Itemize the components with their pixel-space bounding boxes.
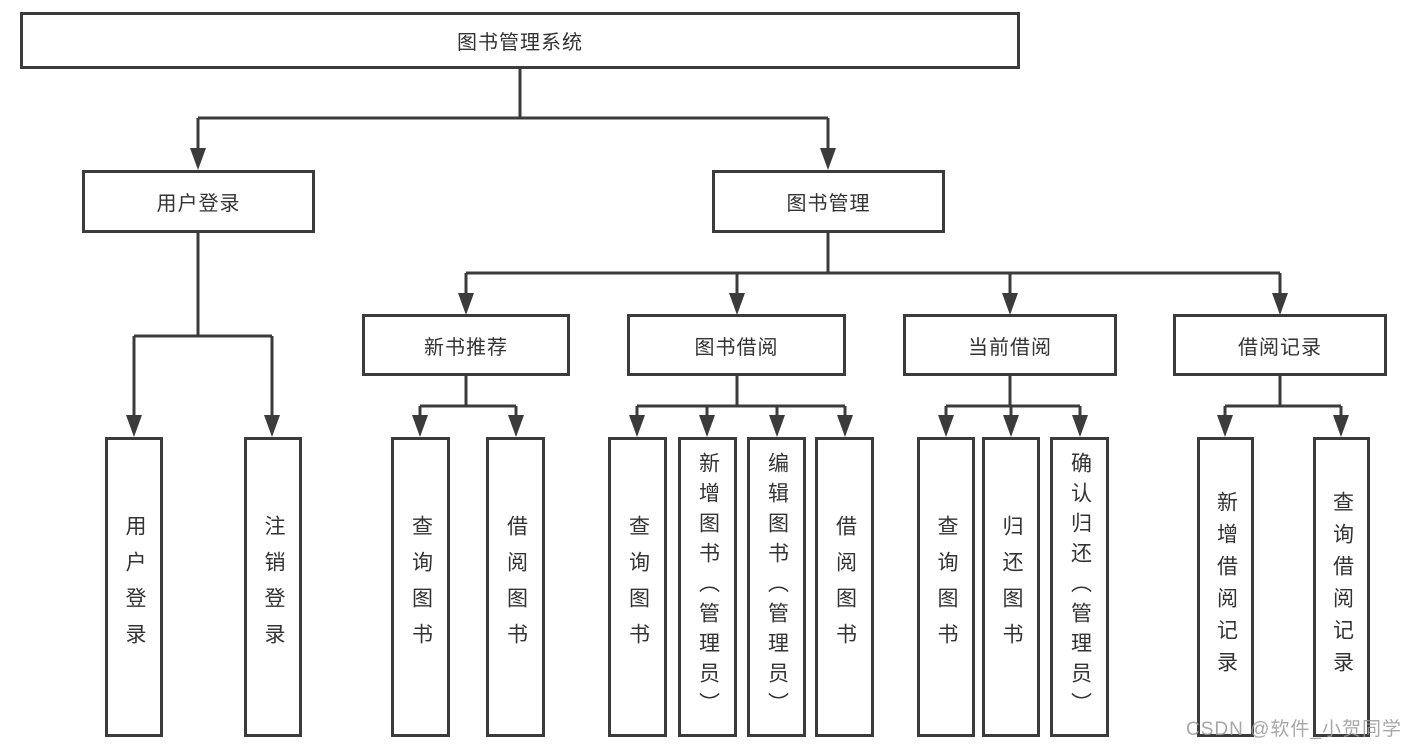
connector-user-login-children (132, 233, 274, 418)
leaf-query-books-current-label: 查询图书 (935, 515, 959, 659)
node-borrow-records-label: 借阅记录 (1238, 336, 1322, 359)
leaf-edit-books-admin-label: 编辑图书（管理员） (765, 452, 789, 722)
leaf-query-borrow-record-label: 查询借阅记录 (1330, 491, 1354, 683)
leaf-logout-label: 注销登录 (262, 515, 286, 659)
node-library-system-label: 图书管理系统 (457, 32, 583, 54)
leaf-query-borrow-record: 查询借阅记录 (1313, 437, 1370, 737)
leaf-borrow-books-recommend-label: 借阅图书 (504, 515, 528, 659)
leaf-return-books-label: 归还图书 (1000, 515, 1024, 659)
watermark: CSDN @软件_小贺同学 (1186, 719, 1402, 740)
connector-borrow-records-children (1223, 376, 1343, 418)
arrowheads (126, 148, 1349, 437)
leaf-borrow-books: 借阅图书 (815, 437, 874, 737)
connector-book-borrow-children (635, 376, 847, 418)
leaf-borrow-books-recommend: 借阅图书 (486, 437, 545, 737)
leaf-add-borrow-record-label: 新增借阅记录 (1214, 491, 1238, 683)
leaf-user-login-label: 用户登录 (123, 515, 147, 659)
leaf-query-books-borrow: 查询图书 (608, 437, 667, 737)
leaf-logout: 注销登录 (244, 437, 302, 737)
connector-new-book-children (418, 376, 518, 418)
leaf-confirm-return-admin-label: 确认归还（管理员） (1068, 452, 1092, 722)
leaf-edit-books-admin: 编辑图书（管理员） (747, 437, 806, 737)
node-current-borrow: 当前借阅 (903, 314, 1117, 376)
leaf-borrow-books-label: 借阅图书 (833, 515, 857, 659)
node-book-management: 图书管理 (712, 170, 945, 233)
connector-root-to-level2 (196, 68, 830, 150)
connector-current-borrow-children (944, 376, 1082, 418)
leaf-add-books-admin-label: 新增图书（管理员） (696, 452, 720, 722)
node-library-system: 图书管理系统 (20, 12, 1020, 69)
leaf-query-books-recommend-label: 查询图书 (409, 515, 433, 659)
node-user-login: 用户登录 (82, 170, 315, 233)
node-new-book-recommend-label: 新书推荐 (424, 336, 508, 359)
leaf-return-books: 归还图书 (982, 437, 1040, 737)
node-user-login-label: 用户登录 (156, 193, 241, 215)
leaf-query-books-recommend: 查询图书 (391, 437, 450, 737)
node-current-borrow-label: 当前借阅 (968, 336, 1052, 359)
leaf-query-books-current: 查询图书 (917, 437, 975, 737)
node-book-borrow-label: 图书借阅 (694, 336, 779, 359)
leaf-query-books-borrow-label: 查询图书 (626, 515, 650, 659)
connector-book-mgmt-children (464, 233, 1282, 296)
leaf-add-borrow-record: 新增借阅记录 (1197, 437, 1254, 737)
node-new-book-recommend: 新书推荐 (362, 314, 570, 376)
leaf-confirm-return-admin: 确认归还（管理员） (1050, 437, 1109, 737)
leaf-user-login: 用户登录 (105, 437, 163, 737)
node-borrow-records: 借阅记录 (1173, 314, 1387, 376)
node-book-management-label: 图书管理 (786, 193, 871, 215)
leaf-add-books-admin: 新增图书（管理员） (678, 437, 737, 737)
node-book-borrow: 图书借阅 (627, 314, 846, 376)
